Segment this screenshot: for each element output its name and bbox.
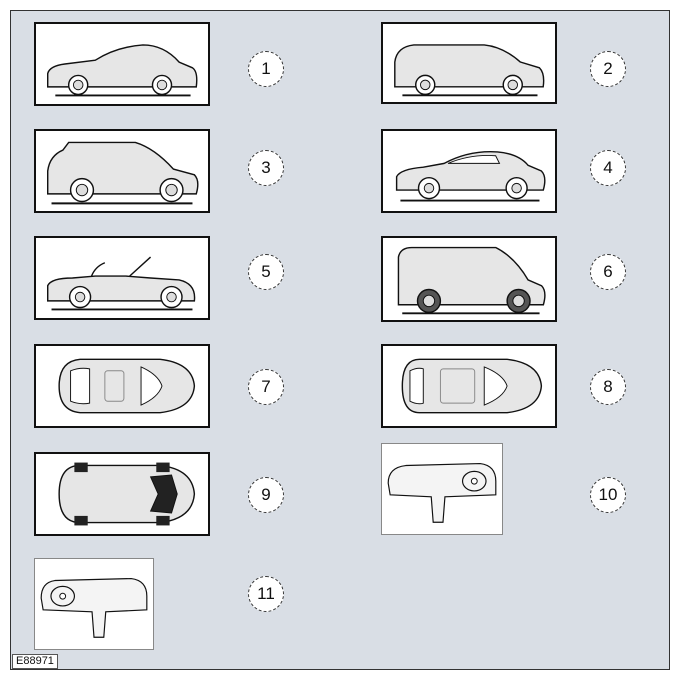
callout-4: 4 [590, 150, 626, 186]
callout-2: 2 [590, 51, 626, 87]
dashboard-rhd-icon [387, 462, 497, 523]
figure-code: E88971 [12, 654, 58, 669]
estate-side-panel [381, 22, 557, 104]
callout-9: 9 [248, 477, 284, 513]
dashboard-lhd-icon [40, 577, 148, 638]
sedan-side-panel [34, 22, 210, 106]
callout-10: 10 [590, 477, 626, 513]
sedan-top-icon [58, 358, 196, 414]
estate-side-icon [394, 44, 545, 97]
callout-7: 7 [248, 369, 284, 405]
callout-11: 11 [248, 576, 284, 612]
callout-1: 1 [248, 51, 284, 87]
convertible-side-icon [47, 256, 196, 311]
estate-top-panel [381, 344, 557, 428]
callout-3: 3 [248, 150, 284, 186]
dashboard-rhd-panel [381, 443, 503, 535]
sedan-side-icon [47, 44, 198, 97]
van-side-panel [381, 236, 557, 322]
sedan-top-panel [34, 344, 210, 428]
estate-top-icon [401, 358, 543, 414]
van-side-icon [397, 246, 546, 315]
chassis-top-icon [58, 462, 196, 526]
callout-8: 8 [590, 369, 626, 405]
callout-5: 5 [248, 254, 284, 290]
hatchback-side-panel [34, 129, 210, 213]
coupe-side-icon [395, 151, 546, 202]
hatchback-side-icon [47, 141, 199, 205]
coupe-side-panel [381, 129, 557, 213]
callout-6: 6 [590, 254, 626, 290]
convertible-side-panel [34, 236, 210, 320]
dashboard-lhd-panel [34, 558, 154, 650]
chassis-top-panel [34, 452, 210, 536]
